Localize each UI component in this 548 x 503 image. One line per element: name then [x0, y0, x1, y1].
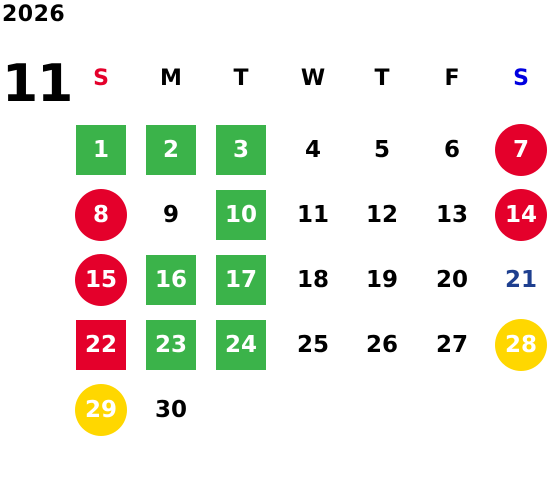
calendar-day[interactable]: 13 — [435, 202, 468, 228]
weekday-header: T — [374, 66, 390, 91]
calendar-day[interactable]: 21 — [504, 267, 537, 293]
calendar-day[interactable]: 27 — [435, 332, 468, 358]
calendar-day[interactable]: 14 — [495, 189, 547, 241]
calendar-day[interactable]: 20 — [435, 267, 468, 293]
calendar-day[interactable]: 23 — [146, 320, 196, 370]
calendar-day[interactable]: 4 — [304, 137, 321, 163]
calendar-day[interactable]: 26 — [365, 332, 398, 358]
calendar-day[interactable]: 17 — [216, 255, 266, 305]
calendar-day[interactable]: 1 — [76, 125, 126, 175]
calendar-day[interactable]: 11 — [296, 202, 329, 228]
year-label: 2026 — [2, 2, 66, 27]
weekday-header: T — [233, 66, 249, 91]
calendar-day[interactable]: 24 — [216, 320, 266, 370]
calendar-day[interactable]: 9 — [162, 202, 179, 228]
calendar-day[interactable]: 25 — [296, 332, 329, 358]
weekday-header: W — [300, 66, 326, 91]
calendar-day[interactable]: 15 — [75, 254, 127, 306]
calendar-day[interactable]: 3 — [216, 125, 266, 175]
weekday-header: S — [513, 66, 529, 91]
weekday-header: S — [93, 66, 109, 91]
weekday-header: F — [444, 66, 460, 91]
calendar-day[interactable]: 19 — [365, 267, 398, 293]
calendar-day[interactable]: 6 — [443, 137, 460, 163]
month-number: 11 — [2, 54, 73, 114]
calendar-day[interactable]: 7 — [495, 124, 547, 176]
calendar-day[interactable]: 16 — [146, 255, 196, 305]
calendar-day[interactable]: 22 — [76, 320, 126, 370]
calendar-day[interactable]: 8 — [75, 189, 127, 241]
weekday-header: M — [160, 66, 182, 91]
calendar-day[interactable]: 18 — [296, 267, 329, 293]
calendar-day[interactable]: 30 — [154, 397, 187, 423]
calendar-day[interactable]: 12 — [365, 202, 398, 228]
calendar-day[interactable]: 28 — [495, 319, 547, 371]
calendar-day[interactable]: 2 — [146, 125, 196, 175]
calendar-day[interactable]: 29 — [75, 384, 127, 436]
calendar-day[interactable]: 5 — [373, 137, 390, 163]
calendar-day[interactable]: 10 — [216, 190, 266, 240]
